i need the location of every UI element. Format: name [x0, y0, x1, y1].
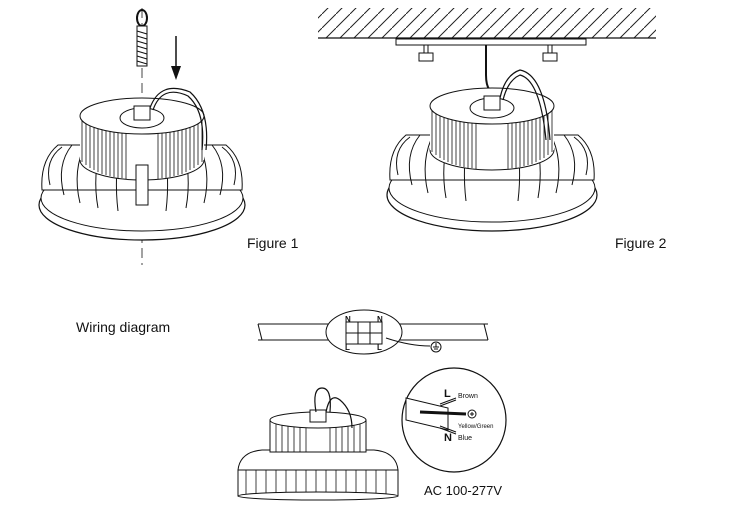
- mounting-plate: [395, 38, 587, 46]
- wire-l-color: Brown: [458, 393, 478, 400]
- hook-icon: [136, 9, 148, 67]
- figure-2-label: Figure 2: [615, 235, 667, 251]
- wire-n-letter: N: [444, 432, 452, 444]
- lamp-body-3: [237, 387, 399, 501]
- figure-2: Figure 2: [318, 8, 667, 251]
- wiring-diagram-title: Wiring diagram: [76, 319, 170, 335]
- ceiling-hook: [485, 45, 501, 96]
- wire-n-color: Blue: [458, 435, 472, 442]
- terminal-n-left: N: [345, 315, 351, 324]
- arrow-down-icon: [171, 36, 181, 80]
- terminal-l-left: L: [345, 343, 350, 352]
- terminal-l-right: L: [377, 343, 382, 352]
- wiring-schematic: N N L L: [257, 309, 489, 355]
- figure-1: Figure 1: [38, 8, 299, 265]
- wire-g-color: Yellow/Green: [458, 424, 493, 430]
- wire-l-letter: L: [444, 388, 451, 400]
- lamp-body-1: [38, 87, 246, 241]
- figure-1-label: Figure 1: [247, 235, 299, 251]
- lamp-body-2: [386, 69, 598, 232]
- voltage-label: AC 100-277V: [424, 483, 502, 498]
- ground-icon: [430, 341, 442, 353]
- terminal-n-right: N: [377, 315, 383, 324]
- wire-detail-callout: L Brown Yellow/Green N Blue: [401, 367, 507, 473]
- ceiling: [318, 8, 656, 38]
- bolt-icon: [418, 44, 558, 62]
